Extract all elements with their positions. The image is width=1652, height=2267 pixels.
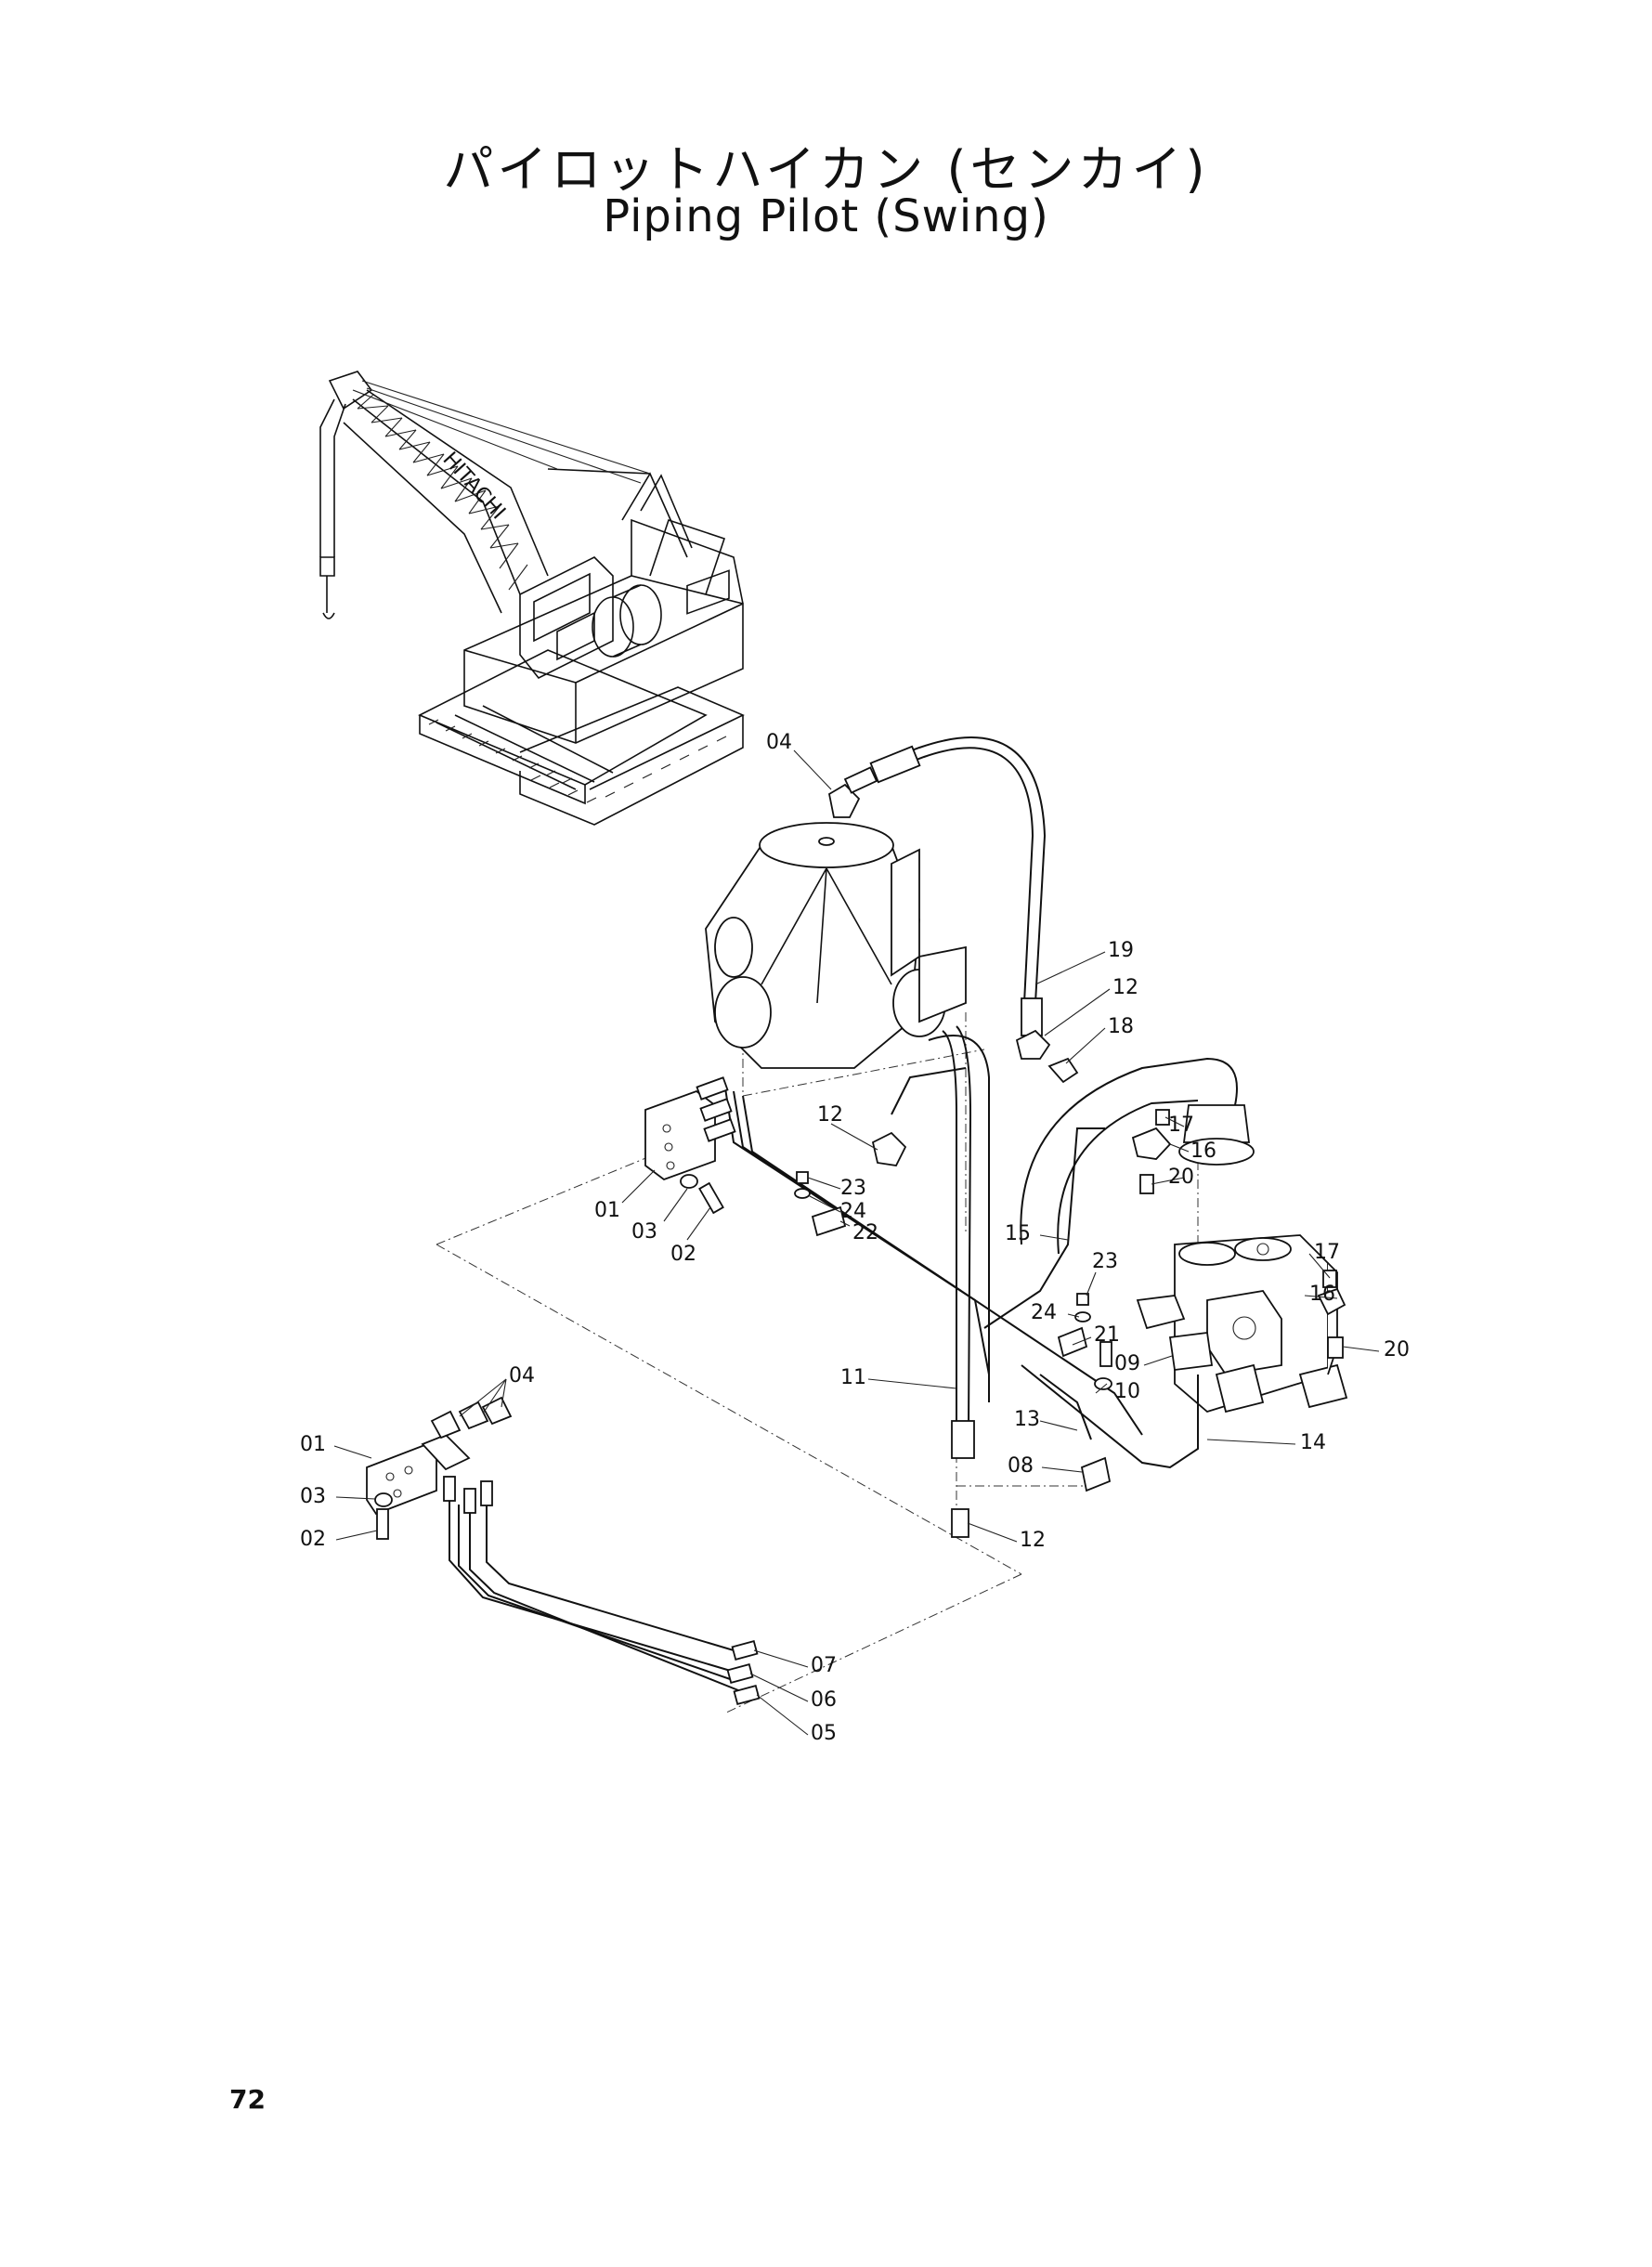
fasteners-23-24-21-09-10 <box>1057 1293 1112 1390</box>
callout-19: 19 <box>1108 939 1134 962</box>
callout-05: 05 <box>811 1722 837 1745</box>
pilot-lines-upper <box>723 1035 1143 1436</box>
callout-16-upper: 16 <box>1190 1140 1216 1163</box>
callout-03-lower: 03 <box>300 1485 326 1508</box>
callout-15: 15 <box>1005 1222 1031 1245</box>
callout-leaders <box>333 749 1380 1736</box>
callout-24-lower: 24 <box>1031 1301 1057 1324</box>
fasteners-23-24-22-upper <box>794 1171 847 1237</box>
callout-02-lower: 02 <box>300 1528 326 1551</box>
callout-18: 18 <box>1108 1015 1134 1038</box>
callout-04-lower: 04 <box>509 1364 535 1388</box>
callout-16-lower: 16 <box>1309 1283 1335 1306</box>
callout-09: 09 <box>1114 1352 1140 1375</box>
callout-20-lower: 20 <box>1384 1338 1410 1362</box>
callout-labels: 04 19 12 18 12 23 24 22 17 16 20 01 03 0… <box>300 731 1410 1745</box>
connector-block-01-upper <box>644 1076 736 1181</box>
callout-01-lower: 01 <box>300 1433 326 1456</box>
fitting-12-middle <box>871 1131 907 1166</box>
callout-12-lower: 12 <box>1020 1529 1046 1552</box>
callout-04-upper: 04 <box>766 731 792 754</box>
fitting-12-lower <box>951 1508 969 1538</box>
callout-24-upper: 24 <box>840 1200 866 1223</box>
hose-11 <box>942 1025 975 1459</box>
callout-23-lower: 23 <box>1092 1250 1118 1273</box>
swivel-joint <box>705 822 967 1069</box>
bracket-08 <box>1080 1456 1112 1492</box>
washer-03-lower <box>374 1492 393 1507</box>
callout-08: 08 <box>1008 1454 1034 1478</box>
callout-01-upper: 01 <box>594 1199 620 1222</box>
callout-06: 06 <box>811 1688 837 1712</box>
callout-02-upper: 02 <box>670 1243 696 1266</box>
washer-03-upper <box>680 1174 698 1189</box>
pipe-14 <box>1021 1364 1199 1469</box>
fitting-04-elbow <box>827 766 878 818</box>
suction-pipe <box>1020 1057 1255 1255</box>
callout-14: 14 <box>1300 1431 1326 1454</box>
fitting-12-upper <box>1015 1029 1051 1060</box>
fittings-16-17-20 <box>1131 1109 1346 1359</box>
callout-20-upper: 20 <box>1168 1166 1194 1189</box>
crane-illustration: HITACHI <box>319 371 745 826</box>
callout-10: 10 <box>1114 1380 1140 1403</box>
callout-13: 13 <box>1014 1408 1040 1431</box>
pipe-15 <box>983 1127 1105 1329</box>
hose-19 <box>869 736 1047 1036</box>
callout-07: 07 <box>811 1654 837 1677</box>
callout-21: 21 <box>1094 1323 1120 1347</box>
callout-12-upper: 12 <box>1112 976 1138 999</box>
bolt-02-upper <box>698 1181 724 1215</box>
callout-23-upper: 23 <box>840 1177 866 1200</box>
callout-17-lower: 17 <box>1314 1241 1340 1264</box>
callout-17-upper: 17 <box>1168 1114 1194 1137</box>
callout-03-upper: 03 <box>631 1220 657 1244</box>
callout-11: 11 <box>840 1366 866 1389</box>
callout-12-middle: 12 <box>817 1103 843 1127</box>
pipe-13 <box>1039 1374 1092 1440</box>
fitting-18 <box>1047 1057 1079 1084</box>
page-title-english: Piping Pilot (Swing) <box>603 190 1049 242</box>
page-title-japanese: パイロットハイカン (センカイ) <box>443 140 1209 199</box>
page-number: 72 <box>229 2084 266 2115</box>
bolt-02-lower <box>376 1508 389 1540</box>
callout-22: 22 <box>852 1221 878 1244</box>
pilot-lines-lower <box>443 1476 761 1705</box>
